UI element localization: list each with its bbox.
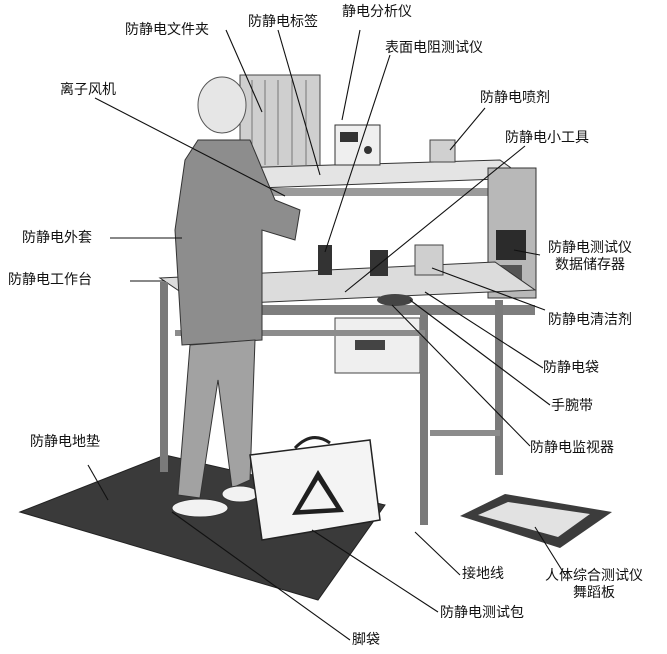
label-monitor: 防静电监视器 [530,440,614,456]
label-floor-mat: 防静电地垫 [30,434,100,450]
label-ground-wire: 接地线 [462,566,504,582]
label-body-tester: 人体综合测试仪 舞蹈板 [545,568,643,602]
label-tester-storage-line1: 防静电测试仪 [548,240,632,256]
shelf-instruments [334,124,456,166]
label-bag: 防静电袋 [543,360,599,376]
desk-items [318,244,444,306]
label-body-tester-line1: 人体综合测试仪 [545,568,643,584]
person-silhouette [171,76,301,518]
label-small-tools: 防静电小工具 [505,130,589,146]
body-tester-plate [460,494,612,548]
label-shoe-cover: 脚袋 [352,632,380,648]
test-kit-case [249,436,381,541]
label-ionizer: 离子风机 [60,82,116,98]
label-tester-storage-line2: 数据储存器 [555,257,625,273]
label-spray: 防静电喷剂 [480,90,550,106]
label-tester-storage: 防静电测试仪 数据储存器 [548,240,632,274]
label-analyzer: 静电分析仪 [342,4,412,20]
label-tag: 防静电标签 [248,14,318,30]
label-wrist-strap: 手腕带 [551,398,593,414]
label-jacket: 防静电外套 [22,230,92,246]
label-body-tester-line2: 舞蹈板 [573,585,615,601]
label-surface-tester: 表面电阻测试仪 [385,40,483,56]
label-cleaner: 防静电清洁剂 [548,312,632,328]
label-folder: 防静电文件夹 [125,22,209,38]
label-workbench: 防静电工作台 [8,272,92,288]
label-test-kit: 防静电测试包 [440,605,524,621]
